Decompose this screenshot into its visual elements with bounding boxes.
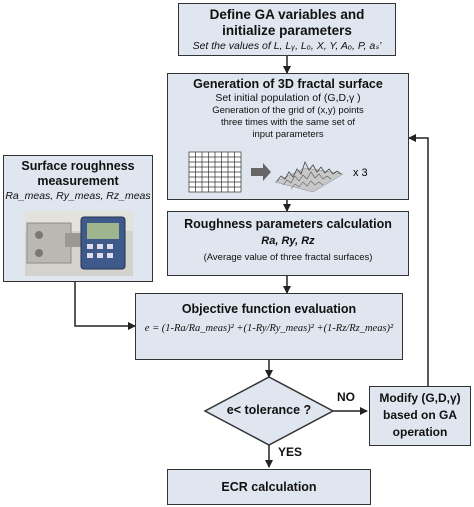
arrow-measure-to-objective xyxy=(74,282,136,330)
surface-measurement-box: Surface roughness measurement Ra_meas, R… xyxy=(3,155,153,282)
modify-line3: operation xyxy=(392,425,448,439)
generation-sub1: Set initial population of (G,D,γ ) xyxy=(215,92,361,104)
modify-line1: Modify (G,D,γ) xyxy=(379,391,461,405)
decision-label: e< tolerance ? xyxy=(226,403,312,417)
profilometer-photo xyxy=(25,211,133,276)
define-ga-variables-box: Define GA variables and initialize param… xyxy=(178,3,396,56)
no-label: NO xyxy=(337,390,355,404)
yes-label: YES xyxy=(278,445,303,459)
objective-title: Objective function evaluation xyxy=(181,302,357,316)
grid-to-surface-illustration: x 3 xyxy=(188,151,368,193)
measure-title-line1: Surface roughness xyxy=(21,159,135,173)
roughness-title: Roughness parameters calculation xyxy=(184,217,392,231)
modify-ga-box: Modify (G,D,γ) based on GA operation xyxy=(369,386,471,446)
fractal-surface-icon xyxy=(274,160,344,193)
generation-sub4: input parameters xyxy=(252,129,324,140)
define-title-line2: initialize parameters xyxy=(222,23,352,38)
measure-title-line2: measurement xyxy=(37,174,119,188)
roughness-params: Ra, Ry, Rz xyxy=(261,235,315,247)
roughness-calculation-box: Roughness parameters calculation Ra, Ry,… xyxy=(167,211,409,276)
objective-function-box: Objective function evaluation e = (1-Ra/… xyxy=(135,293,403,360)
generation-sub3: three times with the same set of xyxy=(220,117,356,128)
measure-params: Ra_meas, Ry_meas, Rz_meas xyxy=(5,190,151,202)
modify-line2: based on GA xyxy=(382,408,457,422)
decision-diamond xyxy=(203,376,335,446)
point-grid-icon xyxy=(188,151,242,193)
ecr-calculation-box: ECR calculation xyxy=(167,469,371,505)
generation-title: Generation of 3D fractal surface xyxy=(193,77,383,91)
ecr-title: ECR calculation xyxy=(221,480,317,494)
right-arrow-icon xyxy=(251,163,271,181)
generation-fractal-box: Generation of 3D fractal surface Set ini… xyxy=(167,73,409,200)
roughness-note: (Average value of three fractal surfaces… xyxy=(203,252,373,263)
generation-sub2: Generation of the grid of (x,y) points xyxy=(212,105,364,116)
times-three-label: x 3 xyxy=(353,167,368,179)
define-subtitle: Set the values of L, Lᵧ, Lₒ, X, Y, Aₒ, P… xyxy=(192,40,382,52)
objective-formula: e = (1-Ra/Ra_meas)² +(1-Ry/Ry_meas)² +(1… xyxy=(144,323,394,334)
define-title-line1: Define GA variables and xyxy=(209,7,365,22)
arrow-modify-to-generation xyxy=(408,134,429,386)
